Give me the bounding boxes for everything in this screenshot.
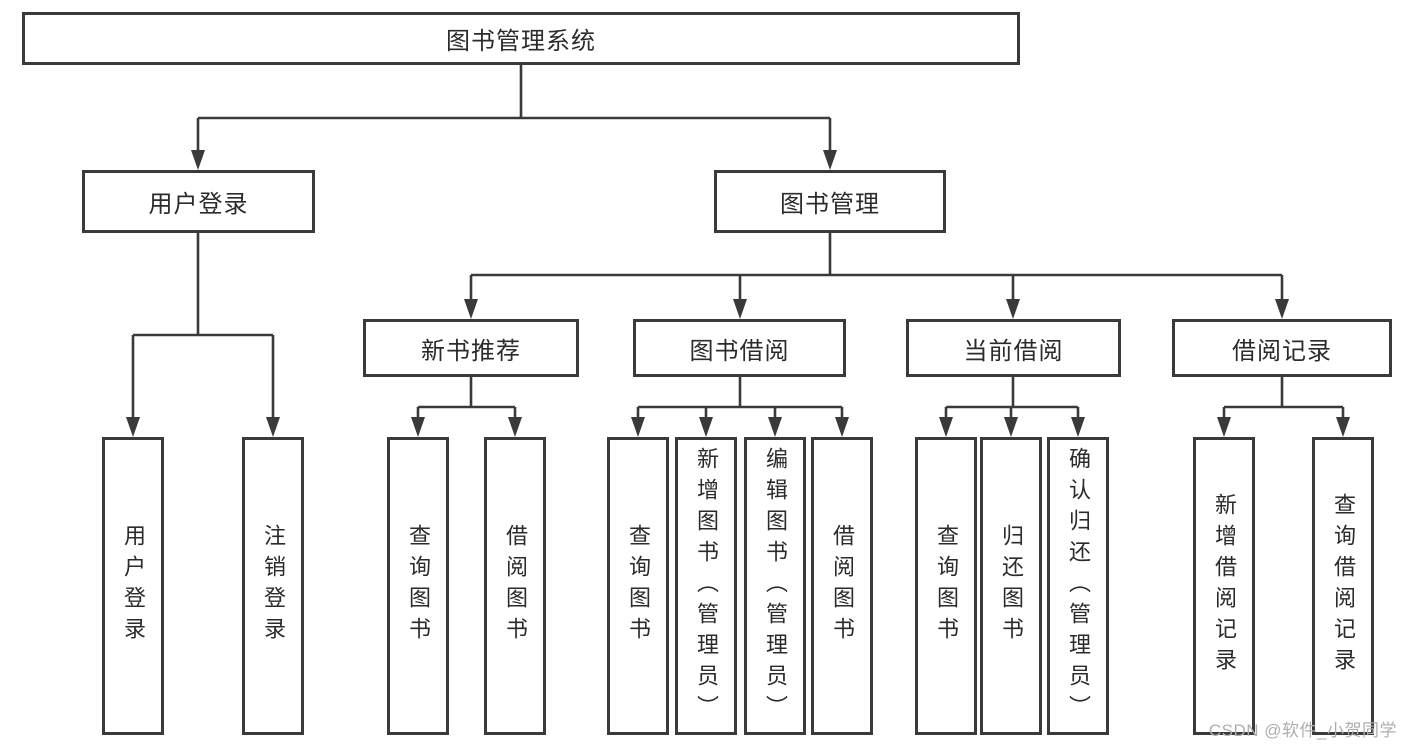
- leaf-edit-book-admin: 编辑图书（管理员）: [744, 437, 806, 735]
- node-current-borrow: 当前借阅: [906, 319, 1121, 377]
- node-new-book-recommend-label: 新书推荐: [421, 337, 521, 365]
- leaf-logout: 注销登录: [242, 437, 304, 735]
- leaf-user-login-label: 用户登录: [121, 524, 146, 648]
- leaf-user-login: 用户登录: [102, 437, 164, 735]
- leaf-query-books-current-label: 查询图书: [934, 524, 959, 648]
- node-user-login: 用户登录: [82, 170, 315, 233]
- leaf-query-borrow-record-label: 查询借阅记录: [1331, 493, 1356, 679]
- node-book-borrow-label: 图书借阅: [689, 337, 790, 365]
- leaf-borrow-books-label: 借阅图书: [830, 524, 855, 648]
- leaf-query-books-recommend: 查询图书: [387, 437, 449, 735]
- node-root: 图书管理系统: [22, 12, 1020, 65]
- leaf-confirm-return-admin: 确认归还（管理员）: [1047, 437, 1109, 735]
- leaf-return-book-label: 归还图书: [999, 524, 1024, 648]
- node-borrow-records: 借阅记录: [1172, 319, 1392, 377]
- node-borrow-records-label: 借阅记录: [1232, 337, 1332, 365]
- leaf-logout-label: 注销登录: [261, 524, 286, 648]
- leaf-query-borrow-record: 查询借阅记录: [1312, 437, 1374, 735]
- node-root-label: 图书管理系统: [446, 28, 596, 55]
- leaf-query-books-recommend-label: 查询图书: [406, 524, 431, 648]
- node-book-management-label: 图书管理: [780, 191, 880, 218]
- leaf-query-books-current: 查询图书: [915, 437, 977, 735]
- leaf-confirm-return-admin-label: 确认归还（管理员）: [1066, 446, 1091, 726]
- leaf-add-book-admin-label: 新增图书（管理员）: [694, 446, 719, 726]
- leaf-query-books-borrow-label: 查询图书: [626, 524, 651, 648]
- leaf-add-borrow-record-label: 新增借阅记录: [1212, 493, 1237, 679]
- node-book-borrow: 图书借阅: [633, 319, 846, 377]
- leaf-borrow-books: 借阅图书: [811, 437, 873, 735]
- leaf-borrow-books-recommend: 借阅图书: [484, 437, 546, 735]
- leaf-return-book: 归还图书: [980, 437, 1042, 735]
- leaf-add-borrow-record: 新增借阅记录: [1193, 437, 1255, 735]
- node-book-management: 图书管理: [714, 170, 946, 233]
- leaf-borrow-books-recommend-label: 借阅图书: [503, 524, 528, 648]
- node-current-borrow-label: 当前借阅: [963, 337, 1064, 365]
- node-new-book-recommend: 新书推荐: [363, 319, 579, 377]
- leaf-add-book-admin: 新增图书（管理员）: [675, 437, 737, 735]
- leaf-edit-book-admin-label: 编辑图书（管理员）: [763, 446, 788, 726]
- leaf-query-books-borrow: 查询图书: [607, 437, 669, 735]
- node-user-login-label: 用户登录: [148, 191, 249, 218]
- csdn-watermark: CSDN @软件_小贺同学: [1208, 721, 1397, 740]
